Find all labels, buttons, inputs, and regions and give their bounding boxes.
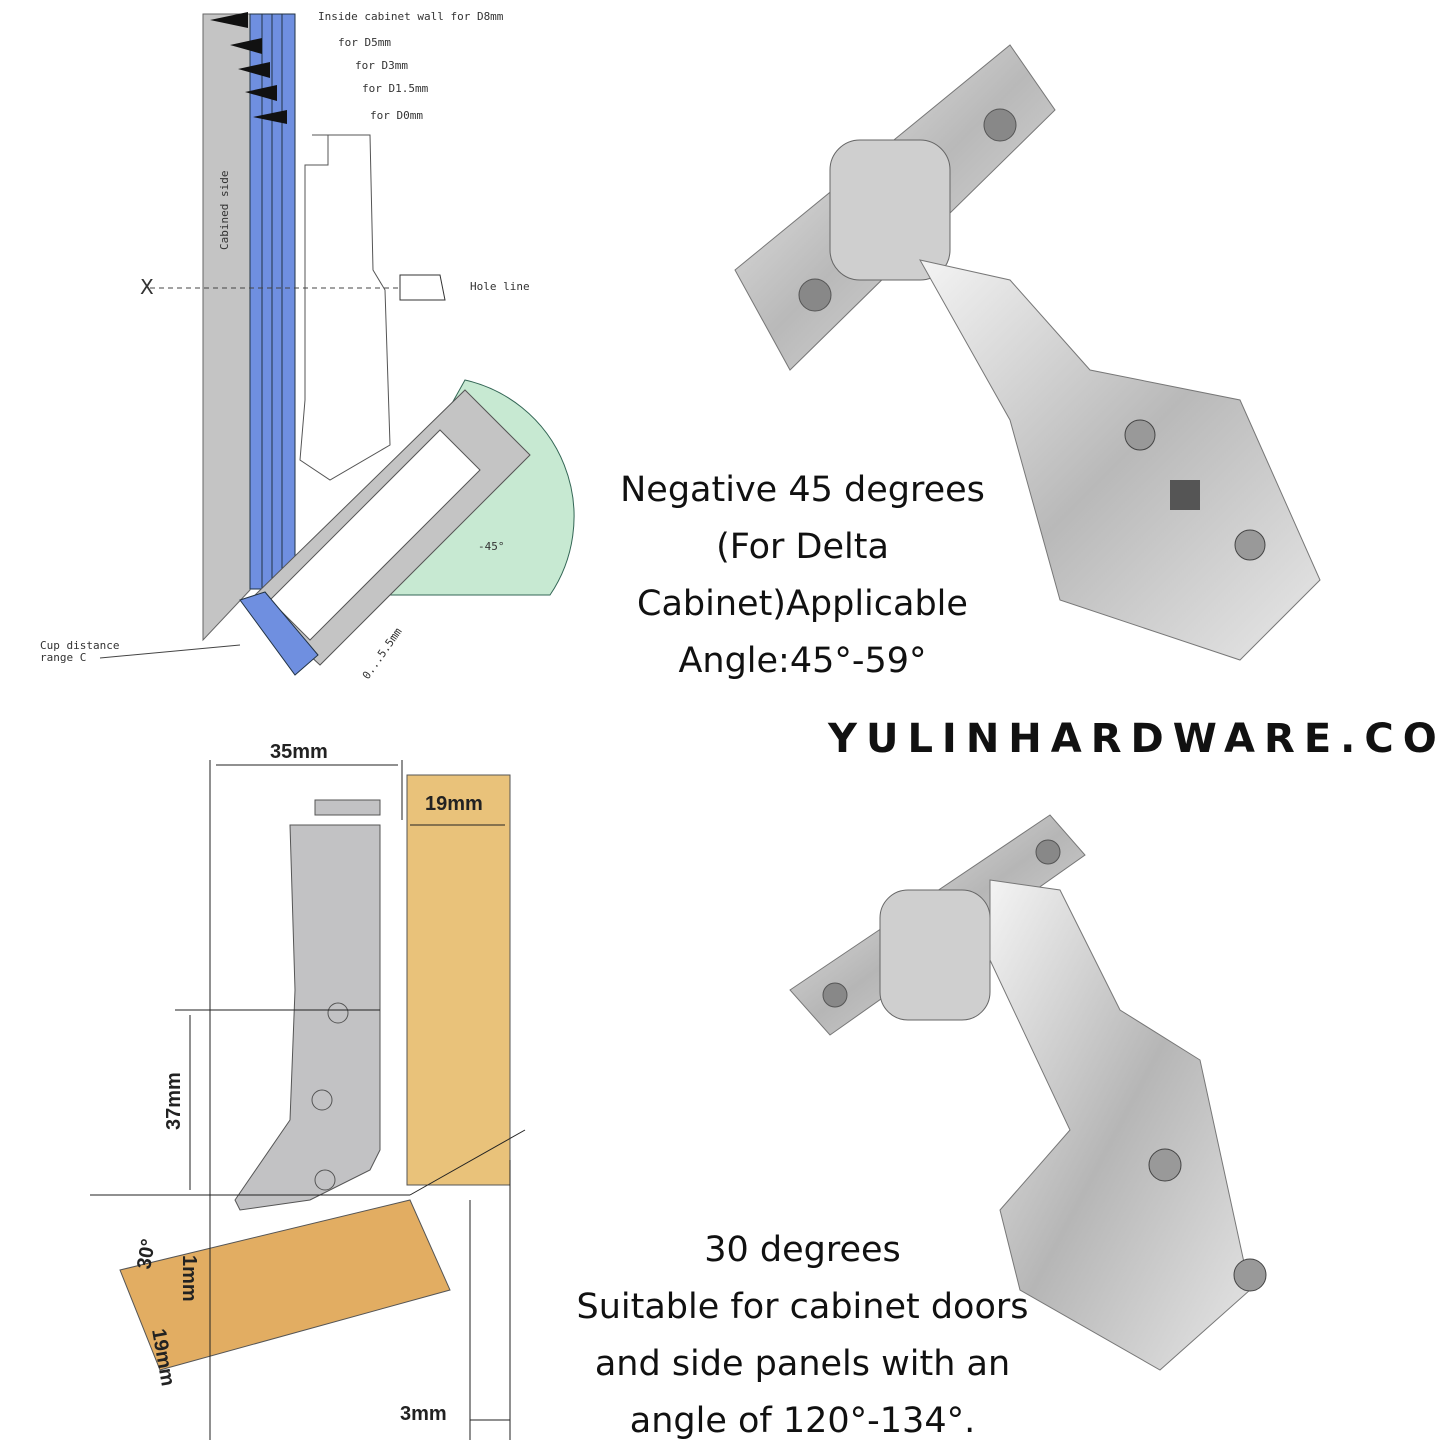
30-degree-hinge-diagram: 35mm 19mm 37mm 30° 1mm 19mm 3mm bbox=[90, 741, 526, 1440]
drill-icon bbox=[399, 274, 446, 301]
label-gap: 1mm bbox=[178, 1255, 200, 1302]
label-cabinet-side: Cabined side bbox=[218, 171, 231, 250]
offset-arrows bbox=[210, 12, 287, 124]
bottom-caption-line: 30 degrees bbox=[704, 1230, 901, 1270]
top-caption-line: Negative 45 degrees bbox=[620, 470, 985, 510]
label-d5: for D5mm bbox=[338, 36, 391, 49]
bottom-caption-line: angle of 120°-134°. bbox=[629, 1401, 976, 1441]
label-hole-line: Hole line bbox=[470, 280, 530, 293]
label-offset: 3mm bbox=[400, 1403, 447, 1425]
label-width: 35mm bbox=[270, 741, 328, 763]
bottom-caption-line: Suitable for cabinet doors bbox=[576, 1287, 1029, 1327]
label-height: 37mm bbox=[163, 1072, 185, 1130]
top-caption-line: Cabinet)Applicable bbox=[637, 584, 968, 624]
top-caption-line: (For Delta bbox=[716, 527, 889, 567]
label-d15: for D1.5mm bbox=[362, 82, 429, 95]
hinge-photo-top bbox=[734, 44, 1321, 661]
label-door-thickness: 19mm bbox=[425, 793, 483, 815]
bottom-caption: 30 degrees Suitable for cabinet doors an… bbox=[560, 1222, 1045, 1450]
top-caption: Negative 45 degrees (For Delta Cabinet)A… bbox=[600, 462, 1005, 690]
negative-45-hinge-diagram: Inside cabinet wall for D8mm for D5mm fo… bbox=[40, 10, 575, 682]
label-angle-30: 30° bbox=[133, 1237, 160, 1271]
label-range-c: range C bbox=[40, 651, 86, 664]
hinge-photo-bottom bbox=[789, 814, 1267, 1371]
door-wood bbox=[119, 1199, 451, 1371]
cabinet-side-panel bbox=[202, 13, 251, 642]
label-d8: Inside cabinet wall for D8mm bbox=[318, 10, 504, 23]
label-x: X bbox=[140, 275, 154, 299]
door-blue-edge bbox=[239, 591, 319, 676]
label-range: 0...5.5mm bbox=[360, 625, 405, 682]
brand-watermark: YULINHARDWARE.COM bbox=[828, 716, 1445, 762]
top-caption-line: Angle:45°-59° bbox=[678, 641, 927, 681]
hinge-arm bbox=[234, 824, 381, 1211]
side-panel-wood bbox=[406, 774, 511, 1186]
label-cup-distance: Cup distance bbox=[40, 639, 119, 652]
label-angle: -45° bbox=[478, 540, 505, 553]
bottom-caption-line: and side panels with an bbox=[594, 1344, 1011, 1384]
label-d0: for D0mm bbox=[370, 109, 423, 122]
hinge-arm-outline bbox=[299, 134, 391, 481]
label-d3: for D3mm bbox=[355, 59, 408, 72]
